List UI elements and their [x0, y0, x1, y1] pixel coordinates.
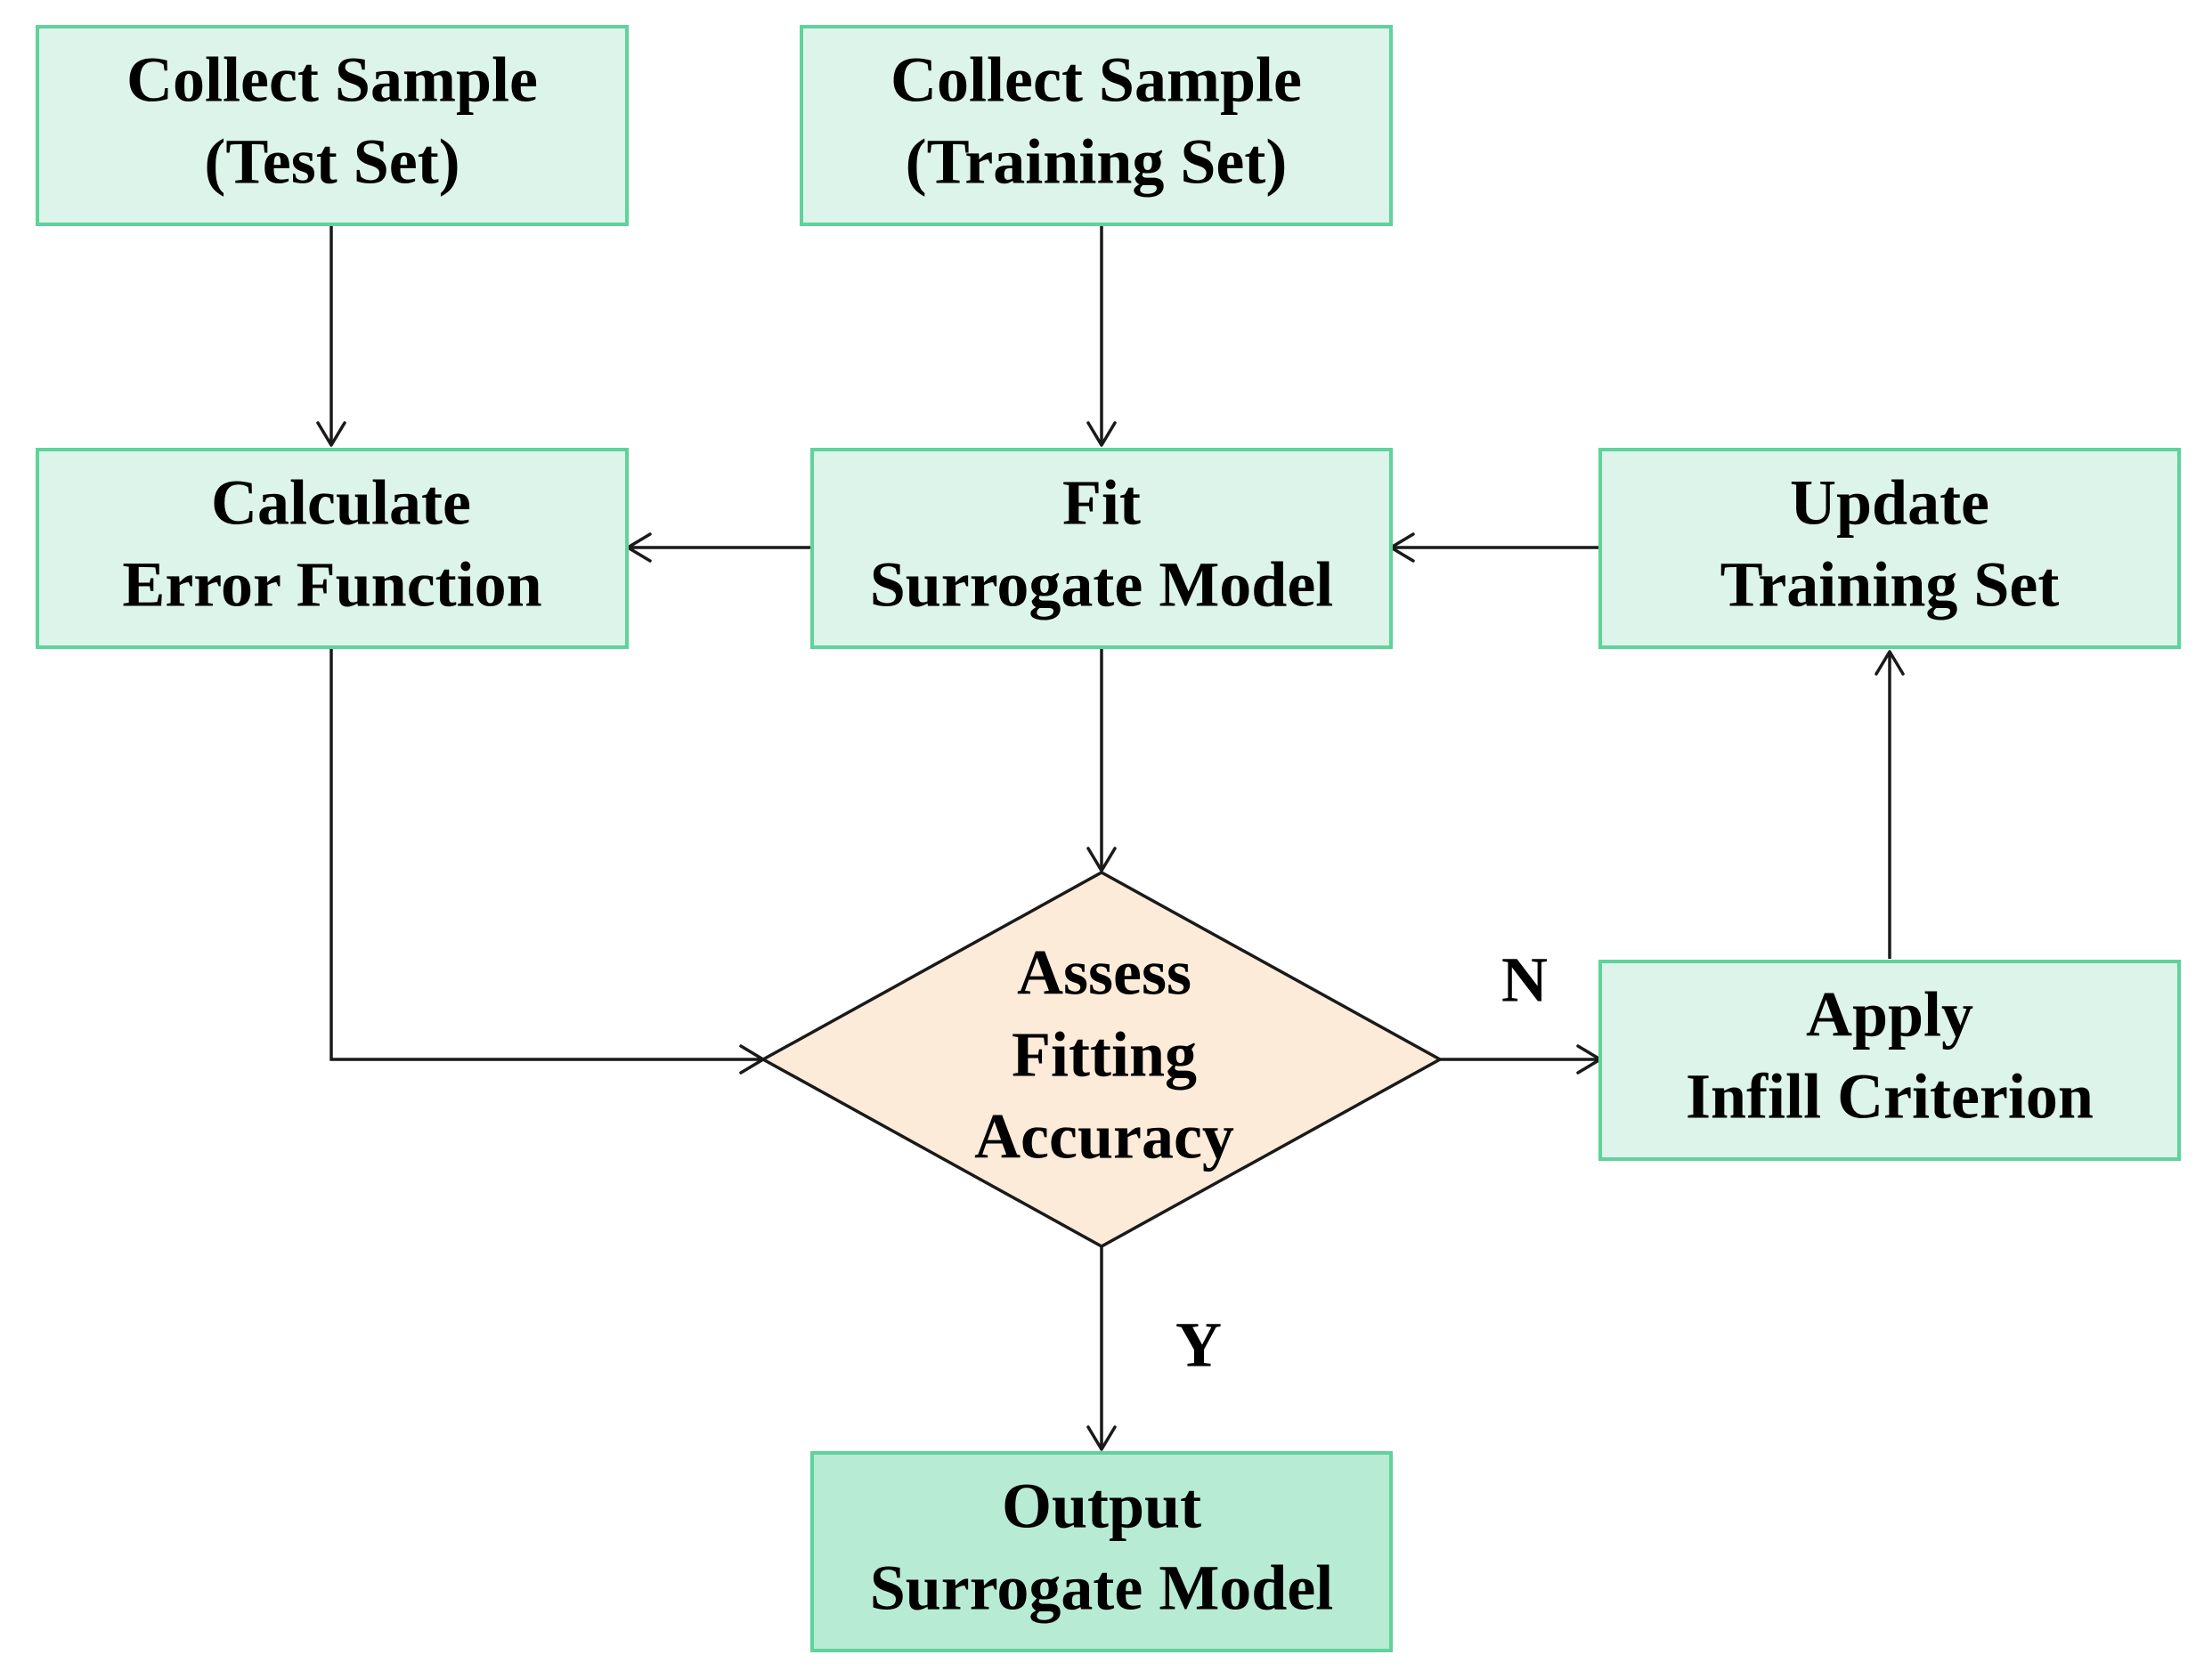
- node-output-line2: Surrogate Model: [870, 1553, 1334, 1624]
- node-fit-model-line2: Surrogate Model: [870, 549, 1334, 621]
- edge-label-no: N: [1501, 945, 1548, 1016]
- edge-fit-model-to-assess: [1086, 648, 1117, 872]
- node-assess-line3: Accuracy: [974, 1101, 1234, 1172]
- edge-update-train-to-fit-model: [1389, 532, 1600, 563]
- node-update-train-line1: Update: [1790, 467, 1989, 539]
- edge-assess-to-output: [1086, 1246, 1117, 1451]
- edge-assess-to-apply-infill: [1440, 1044, 1602, 1075]
- node-collect-test-sample: Collect Sample (Test Set): [36, 25, 629, 226]
- node-assess-line2: Fitting: [1012, 1019, 1197, 1091]
- edge-collect-train-to-fit-model: [1086, 226, 1117, 447]
- node-calc-error-line1: Calculate: [211, 467, 471, 539]
- node-update-train-line2: Training Set: [1720, 549, 2060, 621]
- node-output-line1: Output: [1002, 1471, 1201, 1542]
- node-calc-error-line2: Error Function: [122, 549, 541, 621]
- node-collect-train-line2: (Training Set): [906, 126, 1288, 198]
- node-update-training-set: Update Training Set: [1598, 448, 2181, 649]
- node-collect-training-sample: Collect Sample (Training Set): [800, 25, 1393, 226]
- node-assess-line1: Assess: [1017, 937, 1191, 1009]
- edge-label-yes: Y: [1175, 1310, 1222, 1381]
- edge-calc-error-to-assess: [329, 648, 765, 1075]
- edge-fit-model-to-calc-error: [626, 532, 812, 563]
- node-output-surrogate-model: Output Surrogate Model: [810, 1451, 1393, 1652]
- node-assess-fitting-accuracy: Assess Fitting Accuracy: [760, 871, 1443, 1248]
- node-apply-infill-line2: Infill Criterion: [1686, 1061, 2094, 1132]
- node-apply-infill-criterion: Apply Infill Criterion: [1598, 960, 2181, 1161]
- node-fit-model-line1: Fit: [1062, 467, 1141, 539]
- node-apply-infill-line1: Apply: [1806, 979, 1973, 1050]
- edge-collect-test-to-calc-error: [316, 226, 346, 447]
- node-calculate-error-function: Calculate Error Function: [36, 448, 629, 649]
- node-collect-test-line2: (Test Set): [204, 126, 459, 198]
- node-collect-train-line1: Collect Sample: [890, 45, 1302, 116]
- edge-apply-infill-to-update-train: [1875, 650, 1905, 959]
- node-collect-test-line1: Collect Sample: [126, 45, 538, 116]
- node-fit-surrogate-model: Fit Surrogate Model: [810, 448, 1393, 649]
